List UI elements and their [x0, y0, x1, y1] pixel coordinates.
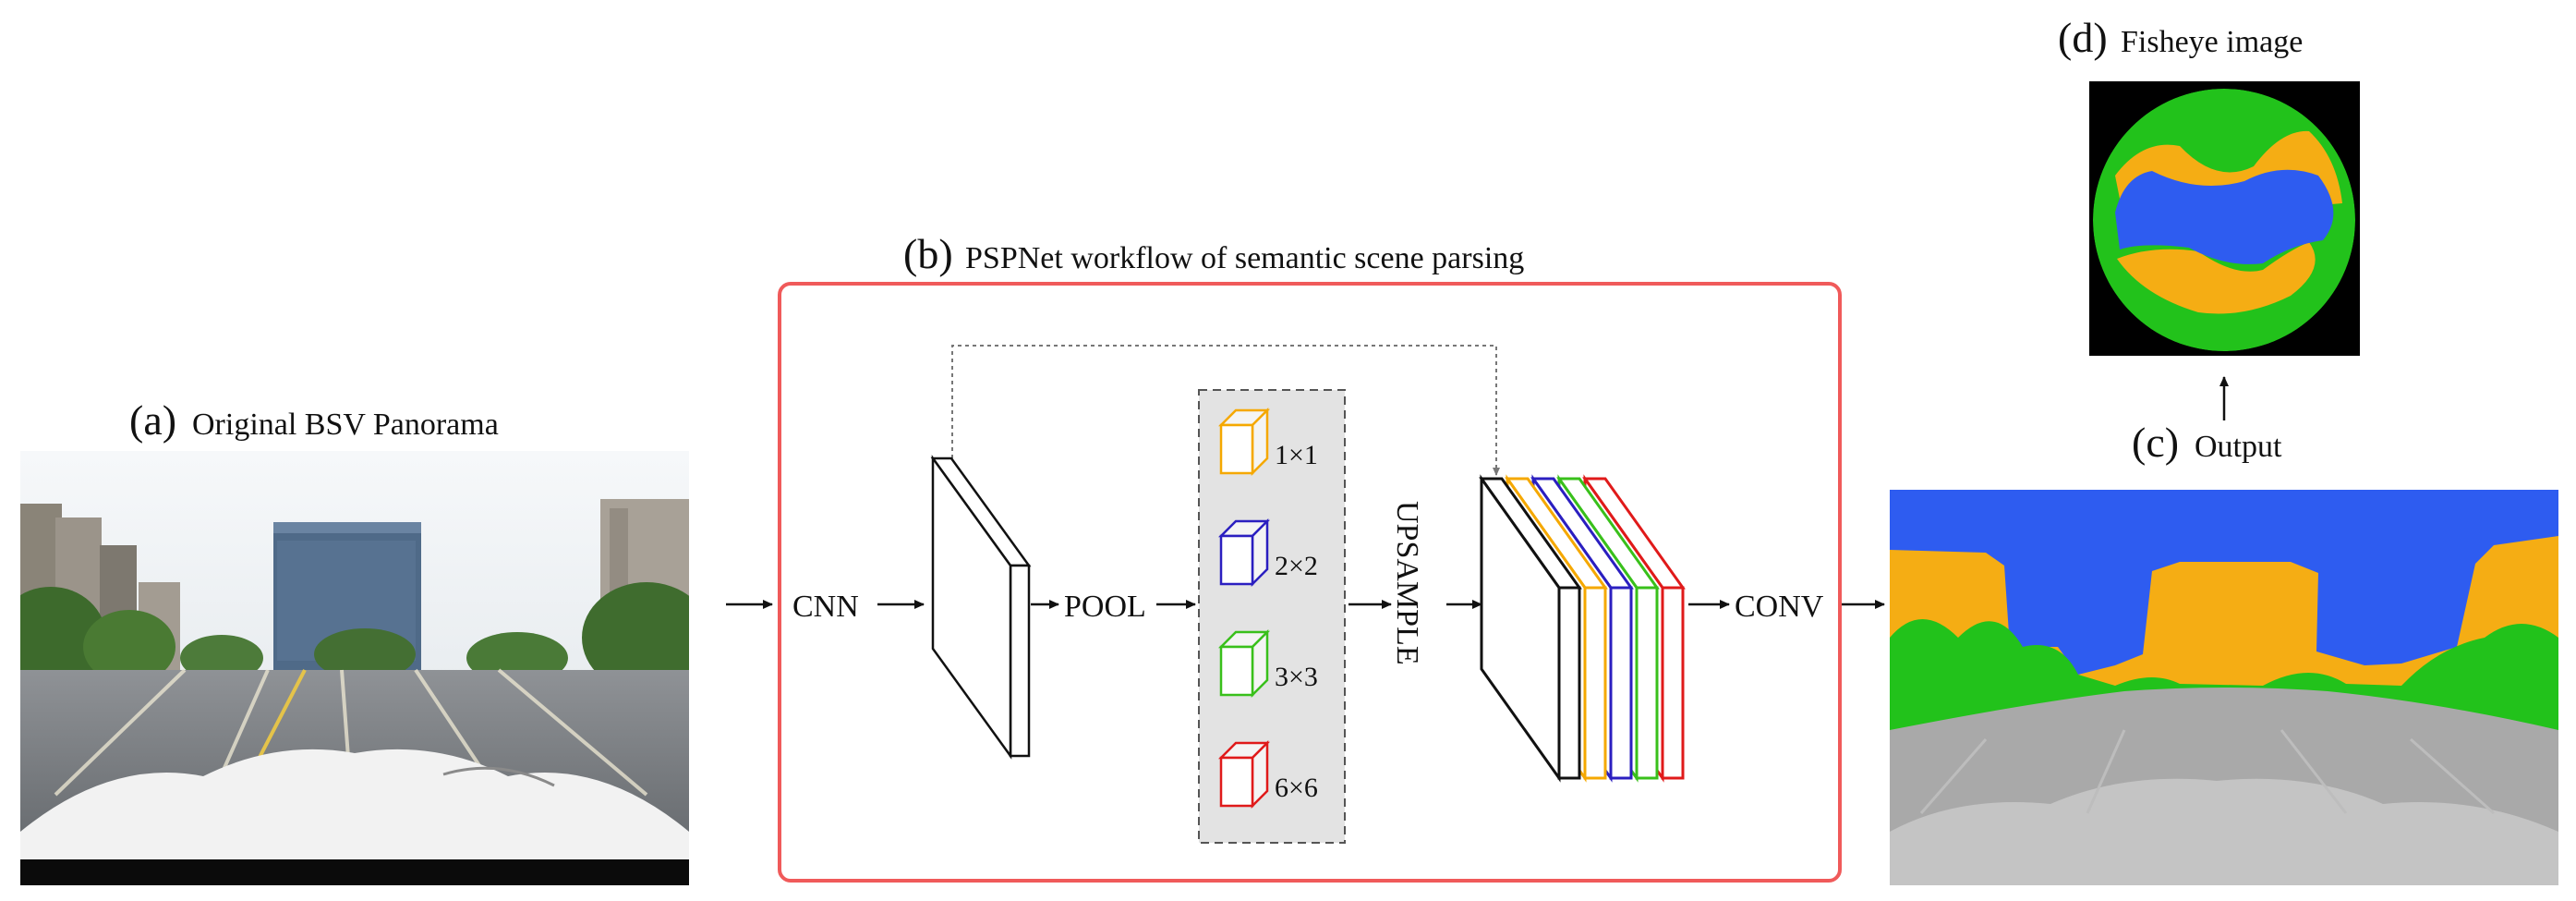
panel-d-title: Fisheye image [2121, 25, 2303, 59]
panel-a-caption: (a) Original BSV Panorama [129, 396, 499, 444]
segmented-output-image [1890, 490, 2558, 885]
pyramid-scale-label-4: 6×6 [1275, 773, 1318, 803]
pyramid-scale-label-3: 3×3 [1275, 662, 1318, 692]
panel-b-letter: (b) [903, 230, 953, 277]
original-panorama-photo [20, 451, 689, 885]
concatenated-feature-stack [1479, 474, 1686, 783]
skip-connection-arrow [951, 345, 1500, 476]
pspnet-workflow-frame [778, 282, 1842, 883]
panel-c-title: Output [2195, 430, 2282, 464]
pyramid-cube-2: 2×2 [1217, 517, 1318, 588]
pyramid-cube-4: 6×6 [1217, 739, 1318, 810]
pyramid-cube-1: 1×1 [1217, 407, 1318, 477]
panel-c-caption: (c) Output [2132, 419, 2282, 466]
conv-label: CONV [1735, 590, 1824, 624]
panel-a-title: Original BSV Panorama [192, 408, 499, 442]
fisheye-image [2089, 81, 2360, 356]
concat-slab-base [1479, 474, 1582, 783]
panel-c-letter: (c) [2132, 419, 2179, 466]
panel-b-title: PSPNet workflow of semantic scene parsin… [965, 241, 1524, 275]
pyramid-cubes: 1×1 2×2 3×3 6×6 [1217, 407, 1318, 810]
cnn-feature-map [930, 455, 1032, 760]
upsample-label: UPSAMPLE [1390, 501, 1424, 665]
pyramid-scale-label-2: 2×2 [1275, 551, 1318, 581]
pyramid-cube-3: 3×3 [1217, 628, 1318, 699]
cnn-label: CNN [792, 590, 859, 624]
panel-d-caption: (d) Fisheye image [2058, 14, 2303, 61]
pool-label: POOL [1064, 590, 1146, 624]
panel-b-caption: (b) PSPNet workflow of semantic scene pa… [903, 230, 1524, 277]
panel-a-letter: (a) [129, 396, 176, 444]
pyramid-scale-label-1: 1×1 [1275, 440, 1318, 470]
panel-d-letter: (d) [2058, 14, 2108, 61]
